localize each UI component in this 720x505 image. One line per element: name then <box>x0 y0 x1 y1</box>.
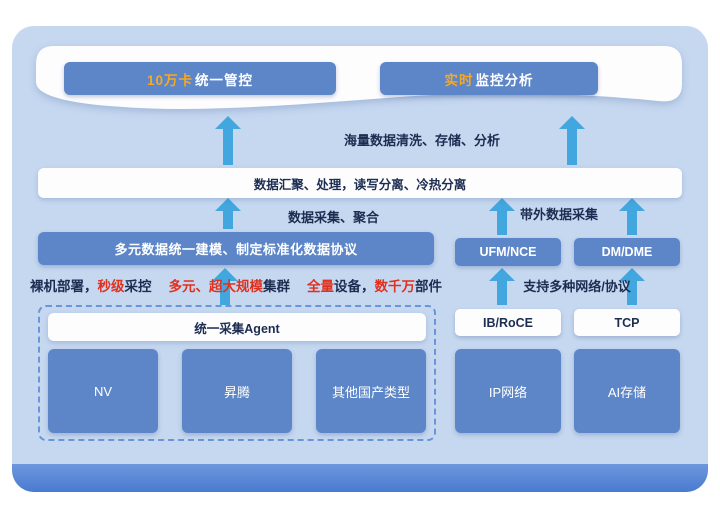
arrow-up-icon <box>559 116 585 165</box>
feature-phrase-2: 多元、超大规模集群 <box>169 275 291 295</box>
feature-text-red: 全量 <box>307 279 334 294</box>
monitor-button: 实时 监控分析 <box>380 62 598 95</box>
arrow-up-icon <box>489 198 515 235</box>
feature-text: 裸机部署， <box>30 279 98 294</box>
ufm-nce-button: UFM/NCE <box>455 238 561 266</box>
feature-text: 采控 <box>124 279 152 294</box>
collection-group-box <box>38 305 436 441</box>
arrow-up-icon <box>215 116 241 165</box>
dm-dme-button: DM/DME <box>574 238 680 266</box>
manage-rest: 统一管控 <box>195 72 254 88</box>
feature-line: 裸机部署，秒级采控 多元、超大规模集群 全量设备，数千万部件 <box>30 275 442 295</box>
manage-highlight: 10万卡 <box>146 72 194 88</box>
other-domestic-box: 其他国产类型 <box>316 349 426 433</box>
monitor-highlight: 实时 <box>444 72 474 88</box>
ascend-box: 昇腾 <box>182 349 292 433</box>
agent-bar: 统一采集Agent <box>48 313 426 341</box>
nv-box: NV <box>48 349 158 433</box>
protocols-label: 支持多种网络/协议 <box>523 279 631 294</box>
manage-button: 10万卡 统一管控 <box>64 62 336 95</box>
ib-roce-button: IB/RoCE <box>455 309 561 336</box>
feature-phrase-3: 全量设备，数千万部件 <box>307 275 442 295</box>
feature-text: 设备， <box>334 279 375 294</box>
feature-phrase-1: 裸机部署，秒级采控 <box>30 275 152 295</box>
feature-text: 集群 <box>263 279 290 294</box>
out-of-band-label: 带外数据采集 <box>520 207 599 222</box>
feature-text-red: 数千万 <box>374 279 416 294</box>
tcp-button: TCP <box>574 309 680 336</box>
arrow-up-icon <box>619 198 645 235</box>
massive-data-label: 海量数据清洗、存储、分析 <box>343 133 500 148</box>
collect-aggregate-label: 数据采集、聚合 <box>288 210 380 225</box>
feature-text-red: 多元、超大规模 <box>168 279 264 294</box>
arrow-up-icon <box>215 198 241 229</box>
bottom-strip <box>12 464 708 492</box>
ip-network-box: IP网络 <box>455 349 561 433</box>
modeling-bar: 多元数据统一建模、制定标准化数据协议 <box>38 232 434 265</box>
feature-text-red: 秒级 <box>97 279 125 294</box>
feature-text: 部件 <box>415 279 442 294</box>
data-hub-bar: 数据汇聚、处理，读写分离、冷热分离 <box>38 168 682 198</box>
architecture-panel: 10万卡 统一管控 实时 监控分析 海量数据清洗、存储、分析 数据汇聚、处理，读… <box>12 26 708 492</box>
ai-storage-box: AI存储 <box>574 349 680 433</box>
monitor-rest: 监控分析 <box>475 72 534 88</box>
